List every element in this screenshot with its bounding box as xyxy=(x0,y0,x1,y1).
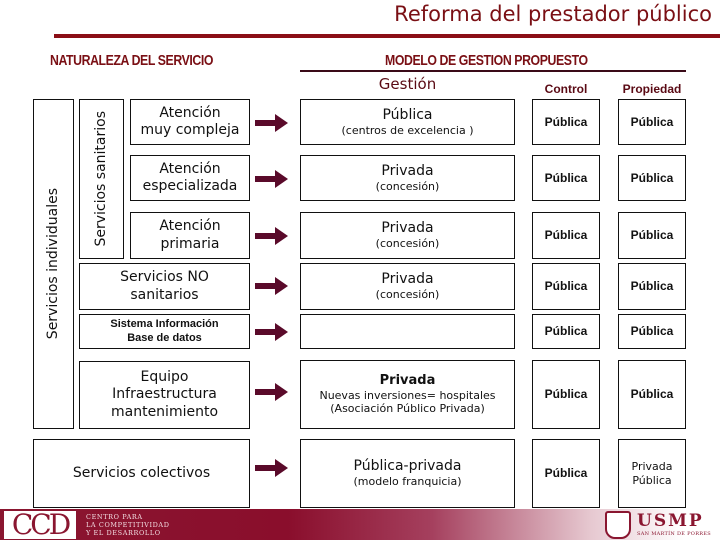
gestion-box: Pública-privada (modelo franquicia) xyxy=(300,439,515,508)
column-header-gestion: Gestión xyxy=(378,75,437,93)
control-box: Pública xyxy=(532,155,600,201)
control-box: Pública xyxy=(532,263,600,310)
usmp-logo: USMP SAN MARTÍN DE PORRES xyxy=(605,510,719,540)
crest-icon xyxy=(605,511,631,539)
ccd-org-name: CENTRO PARA LA COMPETITIVIDAD Y EL DESAR… xyxy=(86,513,170,537)
service-box-muy-compleja: Atención muy compleja xyxy=(130,99,250,145)
control-box: Pública xyxy=(532,360,600,429)
arrow-right-icon xyxy=(255,227,288,245)
service-box-especializada: Atención especializada xyxy=(130,155,250,201)
group-label: Servicios sanitarios xyxy=(92,111,109,247)
propiedad-box: Privada Pública xyxy=(618,439,686,508)
gestion-box: Privada Nuevas inversiones= hospitales (… xyxy=(300,360,515,429)
group-label: Servicios individuales xyxy=(44,188,61,340)
service-box-colectivos: Servicios colectivos xyxy=(33,439,250,508)
propiedad-box: Pública xyxy=(618,314,686,349)
group-servicios-individuales: Servicios individuales xyxy=(33,99,74,429)
arrow-right-icon xyxy=(255,277,288,295)
propiedad-box: Pública xyxy=(618,263,686,310)
page-title: Reforma del prestador público xyxy=(394,2,712,26)
gestion-box: Privada (concesión) xyxy=(300,155,515,201)
column-header-control: Control xyxy=(544,82,588,96)
control-box: Pública xyxy=(532,439,600,508)
arrow-right-icon xyxy=(255,114,288,132)
ccd-logo: CCD xyxy=(4,511,76,539)
control-box: Pública xyxy=(532,314,600,349)
title-divider xyxy=(54,34,720,38)
gestion-box: Privada (concesión) xyxy=(300,263,515,310)
service-box-sistema-informacion: Sistema Información Base de datos xyxy=(79,314,250,349)
propiedad-box: Pública xyxy=(618,99,686,145)
arrow-right-icon xyxy=(255,170,288,188)
service-box-no-sanitarios: Servicios NO sanitarios xyxy=(79,263,250,310)
right-section-heading: MODELO DE GESTION PROPUESTO xyxy=(385,52,588,69)
group-servicios-sanitarios: Servicios sanitarios xyxy=(79,99,124,259)
gestion-box: Pública (centros de excelencia ) xyxy=(300,99,515,145)
left-section-heading: NATURALEZA DEL SERVICIO xyxy=(50,52,214,69)
gestion-box-empty xyxy=(300,314,515,349)
arrow-right-icon xyxy=(255,459,288,477)
gestion-box: Privada (concesión) xyxy=(300,212,515,259)
column-header-propiedad: Propiedad xyxy=(622,82,682,96)
control-box: Pública xyxy=(532,212,600,259)
right-heading-rule xyxy=(300,70,686,72)
arrow-right-icon xyxy=(255,383,288,401)
control-box: Pública xyxy=(532,99,600,145)
propiedad-box: Pública xyxy=(618,212,686,259)
service-box-equipo: Equipo Infraestructura mantenimiento xyxy=(79,361,250,429)
arrow-right-icon xyxy=(255,323,288,341)
propiedad-box: Pública xyxy=(618,155,686,201)
propiedad-box: Pública xyxy=(618,360,686,429)
footer-bar xyxy=(0,509,720,540)
service-box-primaria: Atención primaria xyxy=(130,212,250,259)
